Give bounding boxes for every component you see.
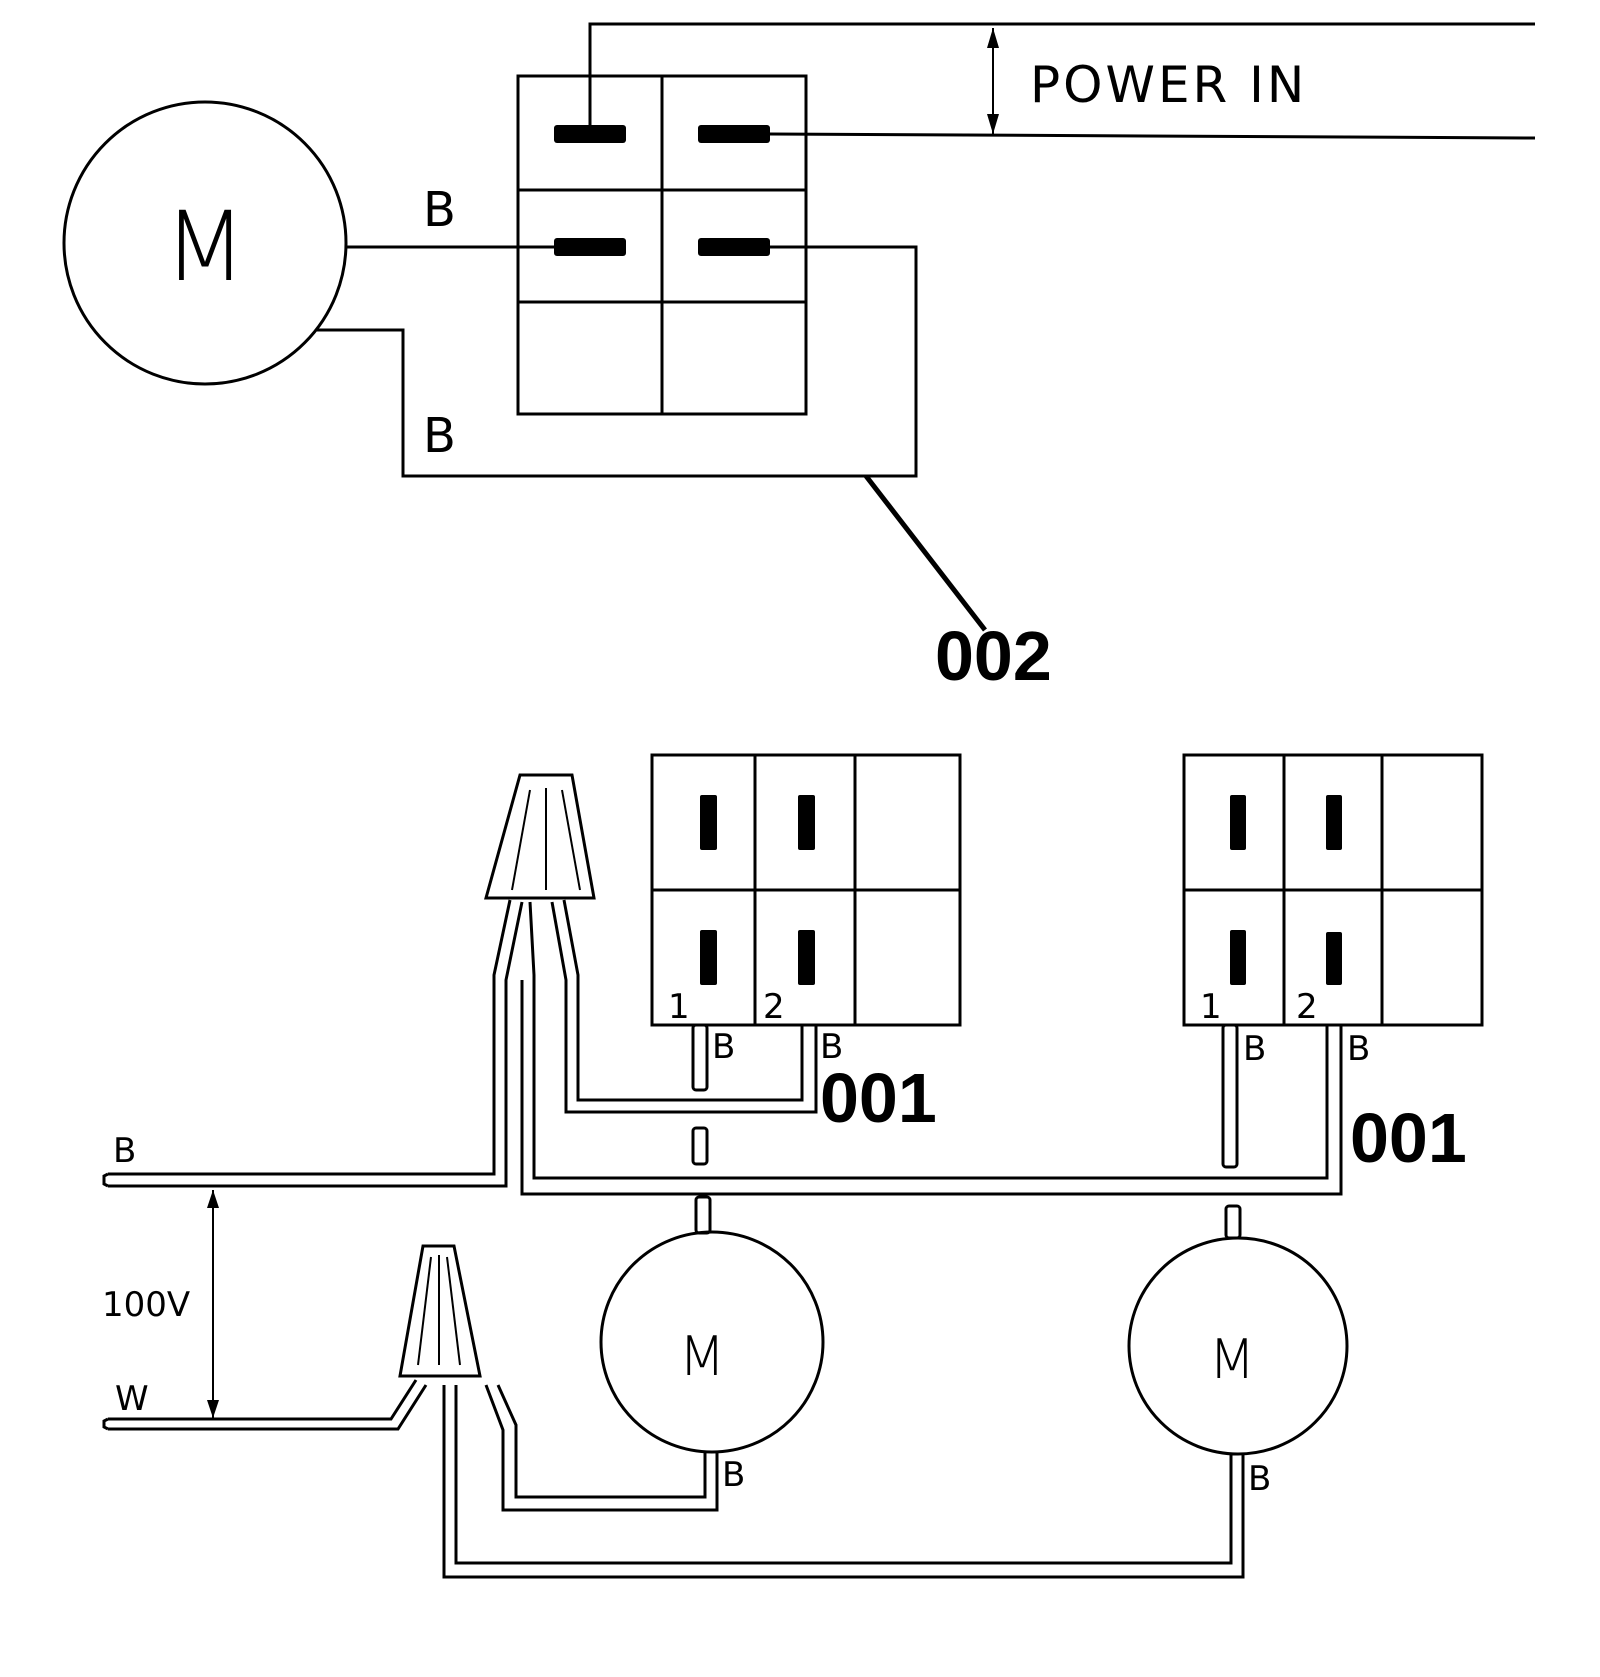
wire-b-main [108,899,524,1188]
switch-contact [798,795,815,850]
terminal-number: 2 [763,987,785,1027]
top-diagram: M POWER IN B B [62,22,1536,695]
switch-2: 1 2 B B 001 [520,753,1484,1196]
motor-body [599,1230,825,1454]
wire-break-stub [691,1126,709,1166]
voltage-dimension: 100V [102,1190,219,1418]
wire-nut-lower [398,1244,482,1378]
switch-contact [798,930,815,985]
switch-contact [1326,932,1342,985]
motor-2: M B [442,1204,1349,1579]
motor-lead [484,1384,719,1512]
line-w-label: W [115,1379,149,1419]
wire-w-end-cap [102,1417,109,1431]
wire-nut-body [398,1244,482,1378]
callout-leader-002 [864,474,987,632]
switch-lead-label: B [1243,1029,1266,1069]
switch-contact [1230,930,1246,985]
switch-lead-2 [520,901,1343,1196]
power-in-wires: POWER IN [588,22,1536,140]
power-in-label: POWER IN [1030,56,1307,114]
power-wire-top [588,22,1535,125]
line-b: B [102,899,524,1188]
terminal-tab [698,125,770,143]
motor-body [1127,1236,1349,1456]
motor-lead [442,1385,1245,1579]
arrow-up-icon [207,1190,219,1208]
motor-lead-label: B [722,1455,745,1495]
callout-001: 001 [820,1059,937,1137]
arrow-down-icon [207,1400,219,1418]
switch-lead-1 [691,1023,709,1092]
switch-contact [700,795,717,850]
switch-lead-label: B [1347,1029,1370,1069]
power-wire-bottom [769,132,1536,140]
wire-nut-rib [561,789,581,891]
wire-w-main [108,1379,428,1431]
wire-nut-upper [484,773,596,900]
terminal-number: 2 [1296,987,1318,1027]
arrow-up-icon [987,28,999,48]
switch-lead-label: B [820,1027,843,1067]
motor-lead-label: B [1248,1459,1271,1499]
switch-contact [1230,795,1246,850]
motor-label: M [679,1325,726,1388]
terminal-tab [554,125,626,143]
top-terminal-block [516,74,808,416]
switch-lead-2 [550,899,818,1114]
line-w: W [102,1379,428,1431]
terminal-number: 1 [1200,987,1222,1027]
voltage-label: 100V [102,1285,190,1325]
wire-label-b2: B [423,408,456,464]
switch-1: 1 2 B B 001 [550,753,962,1137]
wire-nut-rib [417,1256,432,1366]
wire-label-b1: B [423,182,456,238]
motor-wires: B B [316,182,918,478]
wire-nut-rib [511,789,531,891]
terminal-tab [554,238,626,256]
callout-001: 001 [1350,1099,1467,1177]
switch-lead-label: B [712,1027,735,1067]
arrow-down-icon [987,114,999,134]
switch-contact [1326,795,1342,850]
motor-body [62,100,348,386]
motor-label: M [164,191,247,303]
motor-label: M [1209,1328,1256,1391]
line-b-label: B [113,1131,136,1171]
wire-nut-rib [446,1256,461,1366]
motor-shaft [694,1195,712,1235]
terminal-tab [698,238,770,256]
motor-1: M B [484,1195,825,1512]
callout-002: 002 [935,617,1052,695]
switch-lead-1 [1221,1023,1239,1169]
bottom-diagram: B W 100V 1 2 B [102,753,1484,1579]
switch-contact [700,930,717,985]
motor-shaft [1224,1204,1242,1240]
wire-b-end-cap [102,1172,109,1188]
wire-nut-body [484,773,596,900]
motor-wire-b2 [316,245,918,478]
terminal-number: 1 [668,987,690,1027]
top-motor: M [62,100,348,386]
